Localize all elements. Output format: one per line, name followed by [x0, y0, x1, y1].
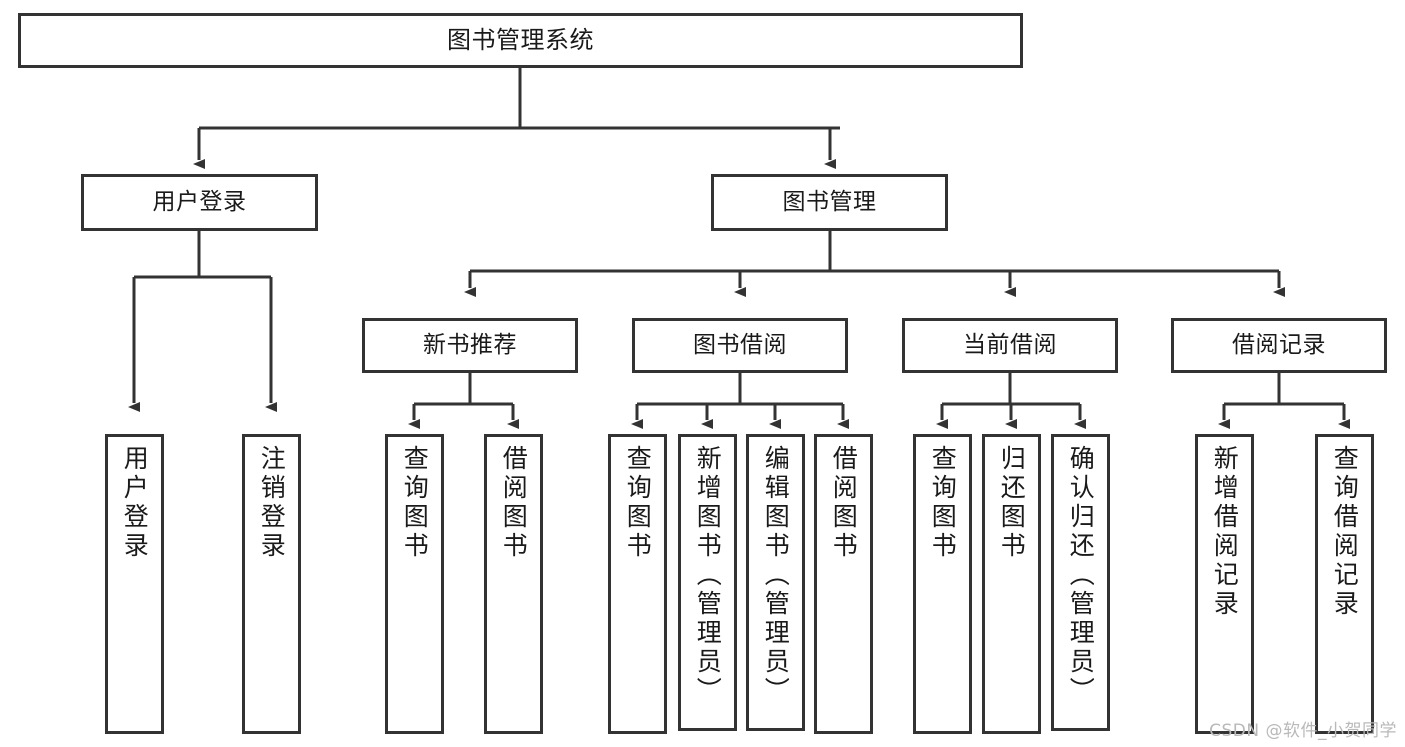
node-leaf-query-book-current[interactable]: 查询图书	[913, 434, 972, 734]
node-user-login[interactable]: 用户登录	[81, 174, 318, 231]
node-label: 图书管理	[782, 188, 877, 215]
node-label: 注销登录	[257, 445, 287, 561]
node-leaf-user-login[interactable]: 用户登录	[105, 434, 164, 734]
node-new-book-recommendation[interactable]: 新书推荐	[362, 318, 578, 373]
node-label: 图书管理系统	[447, 26, 594, 55]
node-label: 新增借阅记录	[1210, 445, 1240, 619]
node-leaf-borrow-book-recommendation[interactable]: 借阅图书	[484, 434, 543, 734]
node-leaf-return-book[interactable]: 归还图书	[982, 434, 1041, 734]
node-label: 归还图书	[997, 445, 1027, 561]
node-leaf-edit-book-admin[interactable]: 编辑图书（管理员）	[746, 434, 805, 731]
node-label: 查询图书	[623, 445, 653, 561]
node-leaf-query-book-recommendation[interactable]: 查询图书	[385, 434, 444, 734]
node-label: 编辑图书（管理员）	[761, 445, 791, 706]
node-label: 确认归还（管理员）	[1066, 445, 1096, 706]
node-leaf-logout[interactable]: 注销登录	[242, 434, 301, 734]
node-current-borrow[interactable]: 当前借阅	[902, 318, 1118, 373]
node-label: 查询图书	[928, 445, 958, 561]
node-label: 查询借阅记录	[1330, 445, 1360, 619]
node-leaf-add-borrow-record[interactable]: 新增借阅记录	[1195, 434, 1254, 734]
node-book-management[interactable]: 图书管理	[711, 174, 948, 231]
node-label: 借阅记录	[1232, 331, 1326, 358]
node-leaf-query-book-borrow[interactable]: 查询图书	[608, 434, 667, 734]
node-label: 新增图书（管理员）	[693, 445, 723, 706]
node-label: 用户登录	[120, 445, 150, 561]
node-leaf-borrow-book[interactable]: 借阅图书	[814, 434, 873, 734]
node-leaf-query-borrow-record[interactable]: 查询借阅记录	[1315, 434, 1374, 734]
node-borrow-record[interactable]: 借阅记录	[1171, 318, 1387, 373]
node-leaf-confirm-return-admin[interactable]: 确认归还（管理员）	[1051, 434, 1110, 731]
node-label: 当前借阅	[963, 331, 1057, 358]
node-label: 用户登录	[152, 188, 247, 215]
node-label: 图书借阅	[693, 331, 787, 358]
node-label: 借阅图书	[499, 445, 529, 561]
node-book-borrow[interactable]: 图书借阅	[632, 318, 848, 373]
node-label: 查询图书	[400, 445, 430, 561]
node-label: 借阅图书	[829, 445, 859, 561]
node-book-management-system[interactable]: 图书管理系统	[18, 13, 1023, 68]
node-label: 新书推荐	[423, 331, 517, 358]
node-leaf-add-book-admin[interactable]: 新增图书（管理员）	[678, 434, 737, 731]
watermark: CSDN @软件_小贺同学	[1209, 721, 1397, 741]
